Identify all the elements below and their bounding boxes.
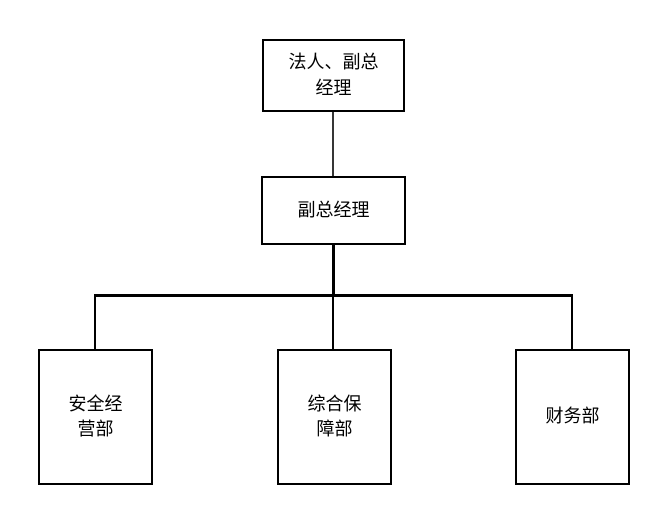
connector-root-to-deputy <box>332 110 334 176</box>
org-node-label-line: 副总经理 <box>297 199 370 220</box>
connector-horizontal-bus <box>94 294 573 297</box>
connector-drop-dept-finance <box>571 296 573 349</box>
connector-deputy-to-bus <box>332 245 335 297</box>
org-node-label-line: 安全经 <box>68 393 123 414</box>
connector-drop-dept-safety <box>94 296 96 349</box>
org-node-label-line: 经理 <box>315 77 352 98</box>
connector-drop-dept-support <box>332 296 334 349</box>
org-node-label-line: 营部 <box>77 419 114 439</box>
org-node-legal-person-deputy-gm: 法人、副总 经理 <box>262 39 405 112</box>
org-node-comprehensive-support-dept: 综合保 障部 <box>277 349 392 485</box>
org-node-label-line: 综合保 <box>307 393 362 414</box>
org-node-deputy-gm: 副总经理 <box>261 176 406 245</box>
org-node-label-line: 财务部 <box>545 406 600 427</box>
org-node-label-line: 障部 <box>316 419 353 439</box>
org-node-safety-operations-dept: 安全经 营部 <box>38 349 153 485</box>
org-node-finance-dept: 财务部 <box>515 349 630 485</box>
org-node-label-line: 法人、副总 <box>288 52 379 73</box>
